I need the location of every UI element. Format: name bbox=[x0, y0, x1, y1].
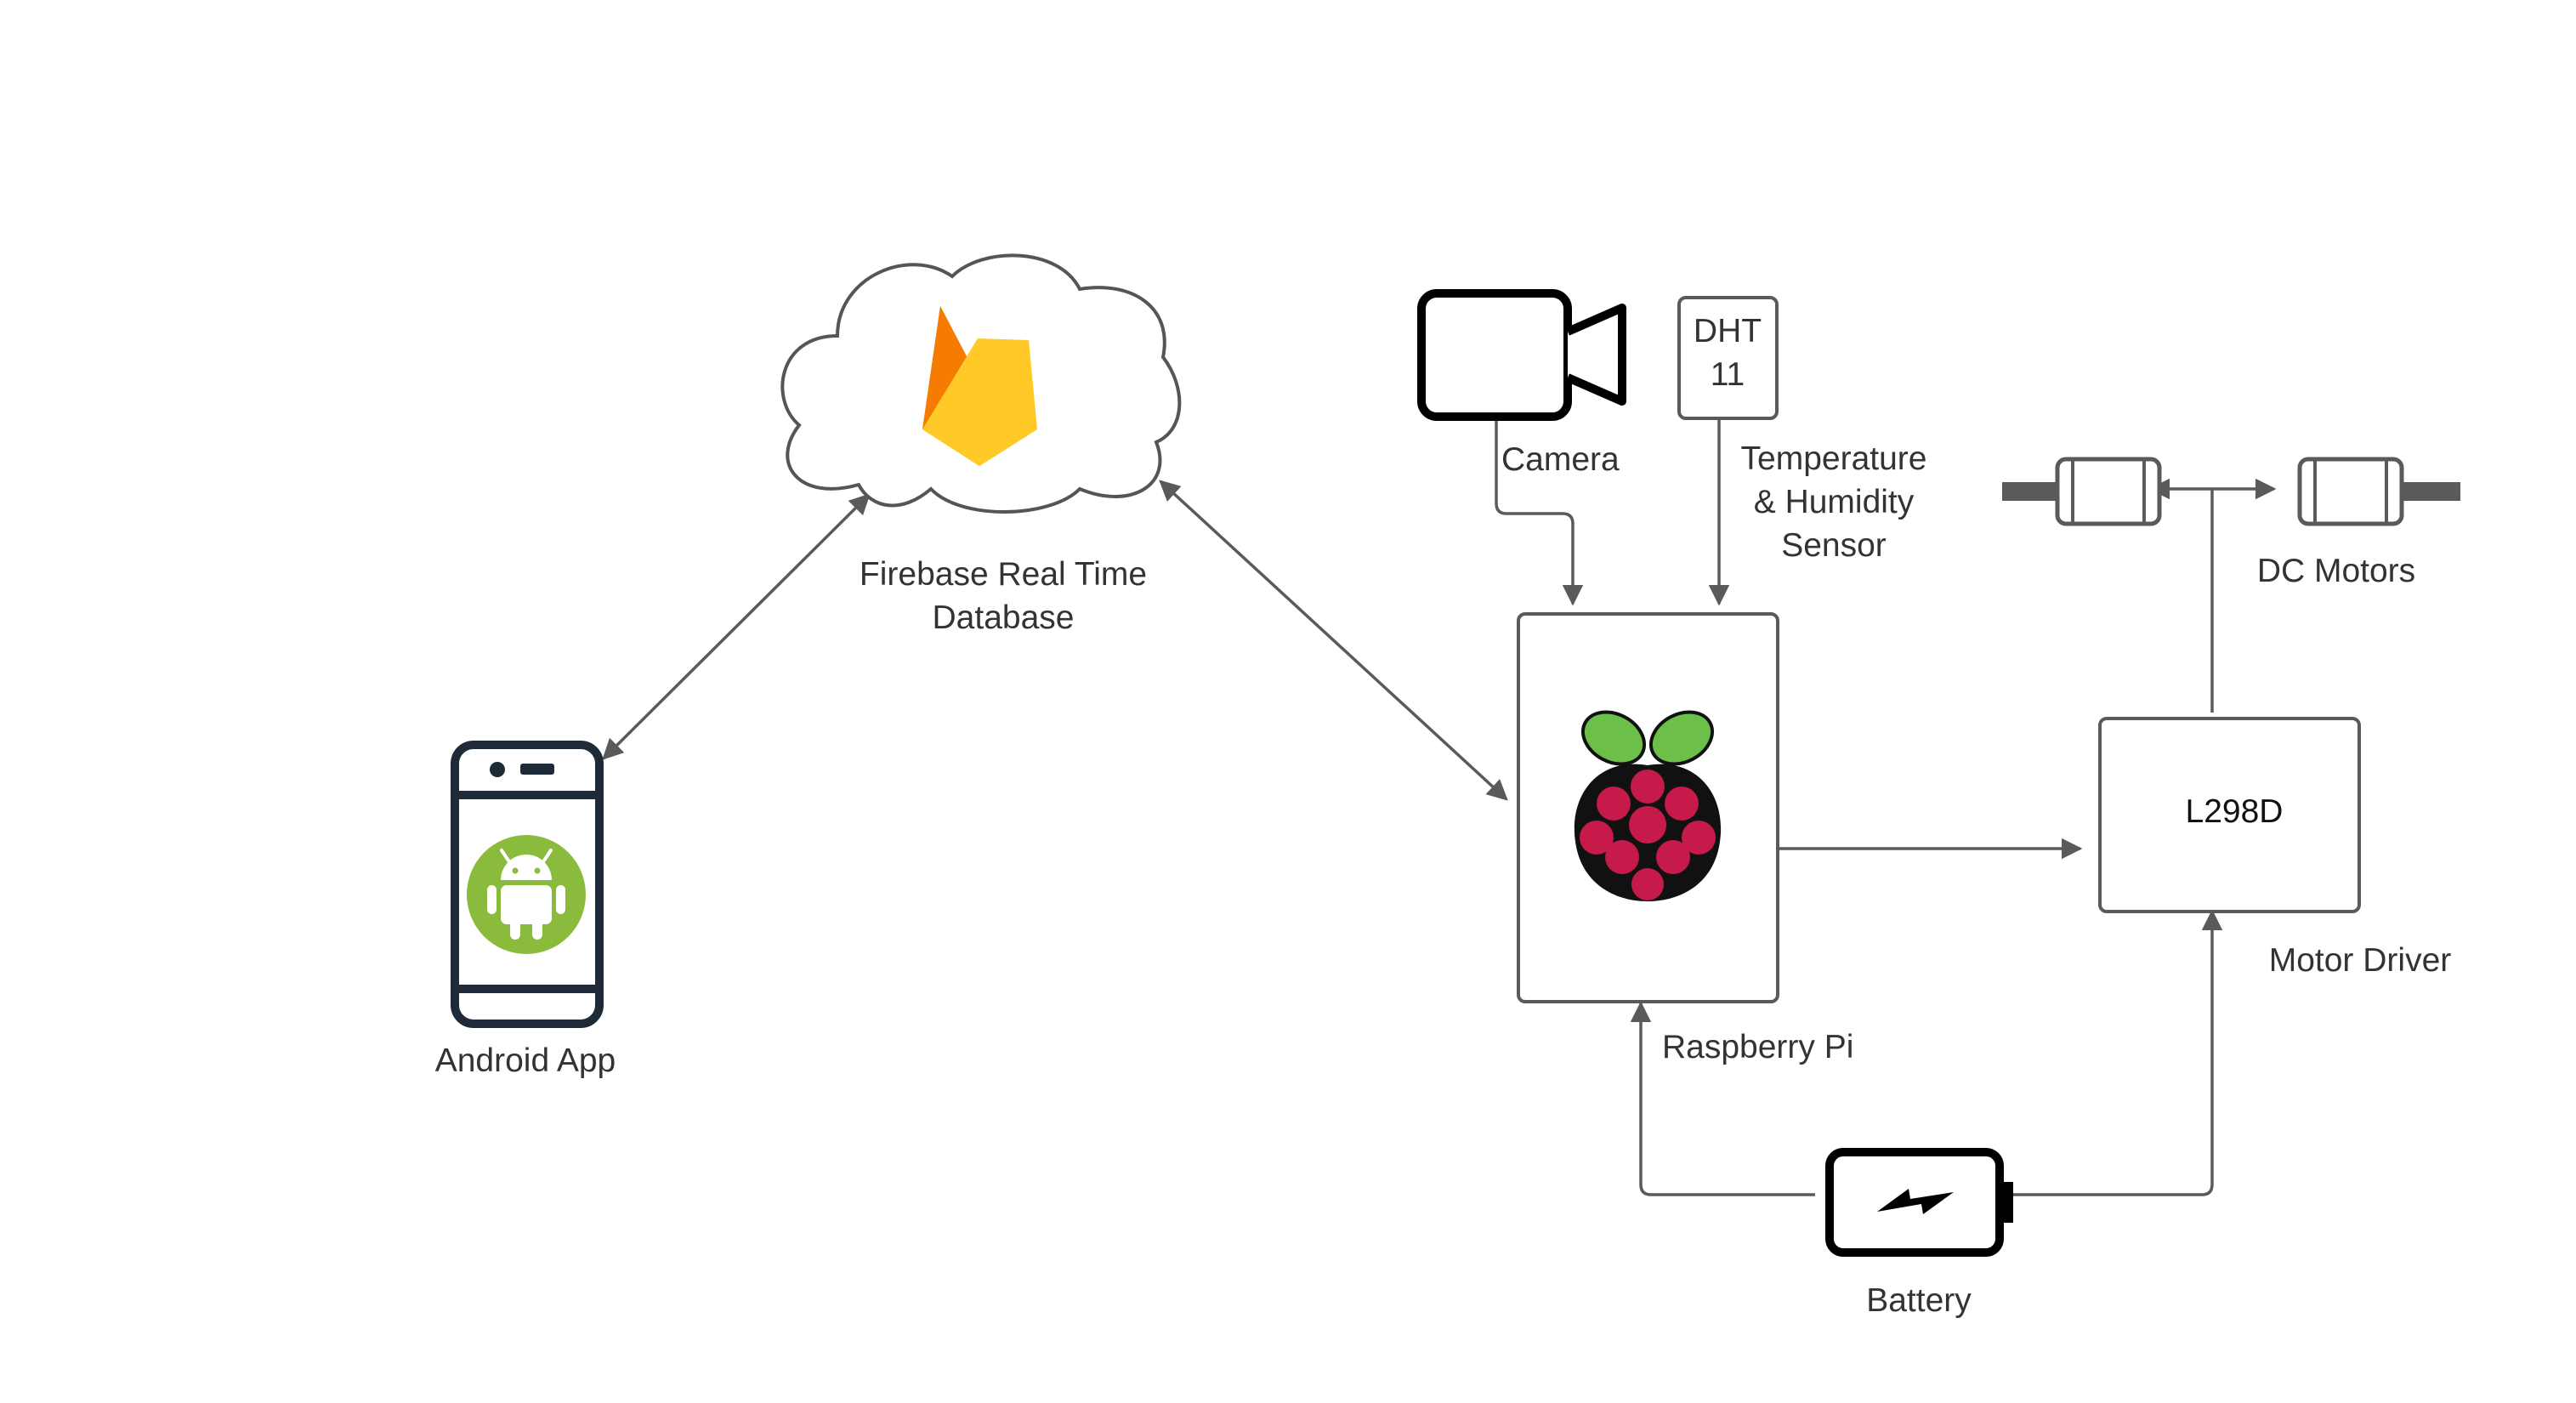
l298d-label: L298D bbox=[2186, 793, 2284, 830]
video-camera-icon bbox=[1417, 289, 1626, 421]
raspberry-pi-label: Raspberry Pi bbox=[1662, 1029, 1853, 1065]
firebase-cloud: Firebase Real Time Database bbox=[780, 253, 1182, 636]
firebase-label-line2: Database bbox=[933, 599, 1075, 636]
connector-firebase-raspberry-pi bbox=[1159, 480, 1508, 801]
dc-motors-label: DC Motors bbox=[2257, 553, 2415, 589]
connector-battery-l298d bbox=[1998, 909, 2223, 1196]
battery-unit: Battery bbox=[1825, 1148, 2013, 1319]
dht11-label-line2: 11 bbox=[1711, 356, 1745, 393]
sensor-label-line2: & Humidity bbox=[1754, 484, 1915, 520]
battery-label: Battery bbox=[1866, 1282, 1972, 1319]
connector-battery-raspberry-pi bbox=[1630, 1001, 1815, 1196]
dht11-box bbox=[1677, 296, 1779, 420]
connectors bbox=[602, 418, 2277, 1196]
raspberry-pi-board: Raspberry Pi bbox=[1517, 612, 1853, 1065]
camera-label: Camera bbox=[1501, 441, 1620, 478]
motor-driver-label: Motor Driver bbox=[2269, 942, 2452, 979]
sensor-label-line1: Temperature bbox=[1741, 440, 1927, 477]
connector-android-firebase bbox=[602, 493, 871, 760]
raspberry-pi-logo-icon bbox=[1574, 710, 1722, 901]
camera-device: Camera bbox=[1417, 289, 1626, 478]
firebase-label-line1: Firebase Real Time bbox=[860, 556, 1147, 593]
phone-speaker bbox=[520, 764, 554, 775]
android-robot-icon bbox=[467, 835, 586, 954]
dht11-label-line1: DHT bbox=[1694, 313, 1762, 349]
android-app-label: Android App bbox=[435, 1042, 616, 1079]
dc-motors: DC Motors bbox=[2002, 457, 2460, 589]
battery-icon bbox=[1825, 1148, 2013, 1257]
phone-camera-dot bbox=[490, 762, 505, 777]
motor-driver: L298D Motor Driver bbox=[2098, 717, 2452, 979]
l298d-box bbox=[2098, 717, 2361, 913]
dc-motor-left-icon bbox=[2002, 457, 2162, 526]
dht11-sensor: DHT 11 Temperature & Humidity Sensor bbox=[1677, 296, 1927, 564]
connector-camera-raspberry-pi bbox=[1495, 418, 1584, 606]
dc-motor-right-icon bbox=[2297, 457, 2460, 526]
sensor-label-line3: Sensor bbox=[1781, 527, 1887, 564]
firebase-flame-icon bbox=[922, 306, 1037, 466]
android-app-device: Android App bbox=[435, 741, 616, 1079]
